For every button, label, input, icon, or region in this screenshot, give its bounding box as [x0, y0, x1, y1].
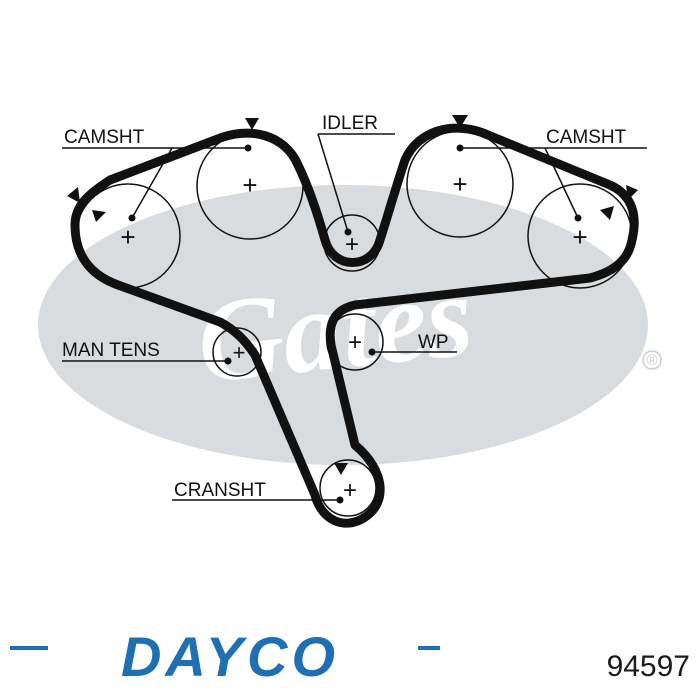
label-crankshaft: CRANSHT: [174, 480, 266, 501]
tensioner-pulley: +: [212, 327, 262, 377]
water-pump-pulley: +: [326, 313, 384, 371]
crankshaft-pulley: +: [319, 459, 377, 517]
idler-pulley: +: [323, 214, 381, 272]
label-man-tens: MAN TENS: [62, 340, 160, 361]
dayco-wordmark: DAYCO: [121, 625, 339, 688]
part-number: 94597: [607, 650, 690, 683]
svg-text:+: +: [233, 340, 246, 365]
svg-text:+: +: [120, 222, 135, 252]
label-idler: IDLER: [322, 113, 378, 134]
timing-mark-cam-right-2: [626, 185, 638, 200]
svg-text:+: +: [345, 231, 359, 258]
svg-text:+: +: [348, 329, 362, 356]
svg-text:+: +: [242, 170, 257, 200]
timing-mark-crank: [334, 463, 348, 475]
timing-mark-cam-right-1: [452, 115, 468, 128]
svg-text:+: +: [572, 222, 587, 252]
leader-lines: [62, 133, 647, 501]
camshaft-pulley-left-2: +: [75, 183, 181, 289]
watermark-ellipse: [38, 185, 648, 465]
camshaft-pulley-right-1: +: [406, 130, 514, 238]
registered-mark: ®: [646, 352, 657, 369]
label-water-pump: WP: [418, 332, 449, 353]
dayco-stripe-right: [418, 646, 440, 650]
svg-text:+: +: [343, 477, 357, 504]
timing-mark-cam-left-2-inner: [92, 210, 106, 222]
timing-mark-cam-right-2-inner: [600, 206, 614, 220]
label-camshaft-left: CAMSHT: [64, 127, 145, 148]
label-camshaft-right: CAMSHT: [546, 127, 627, 148]
dayco-logo: DAYCO: [10, 625, 440, 688]
leader-dots: [128, 144, 582, 504]
dayco-stripe-left: [10, 646, 48, 650]
registered-mark-circle: [642, 350, 662, 370]
timing-mark-cam-left-1: [245, 118, 259, 130]
camshaft-pulley-right-2: +: [527, 183, 633, 289]
timing-mark-cam-left-2: [67, 187, 80, 203]
camshaft-pulley-left-1: +: [196, 132, 304, 240]
svg-text:+: +: [452, 169, 467, 199]
